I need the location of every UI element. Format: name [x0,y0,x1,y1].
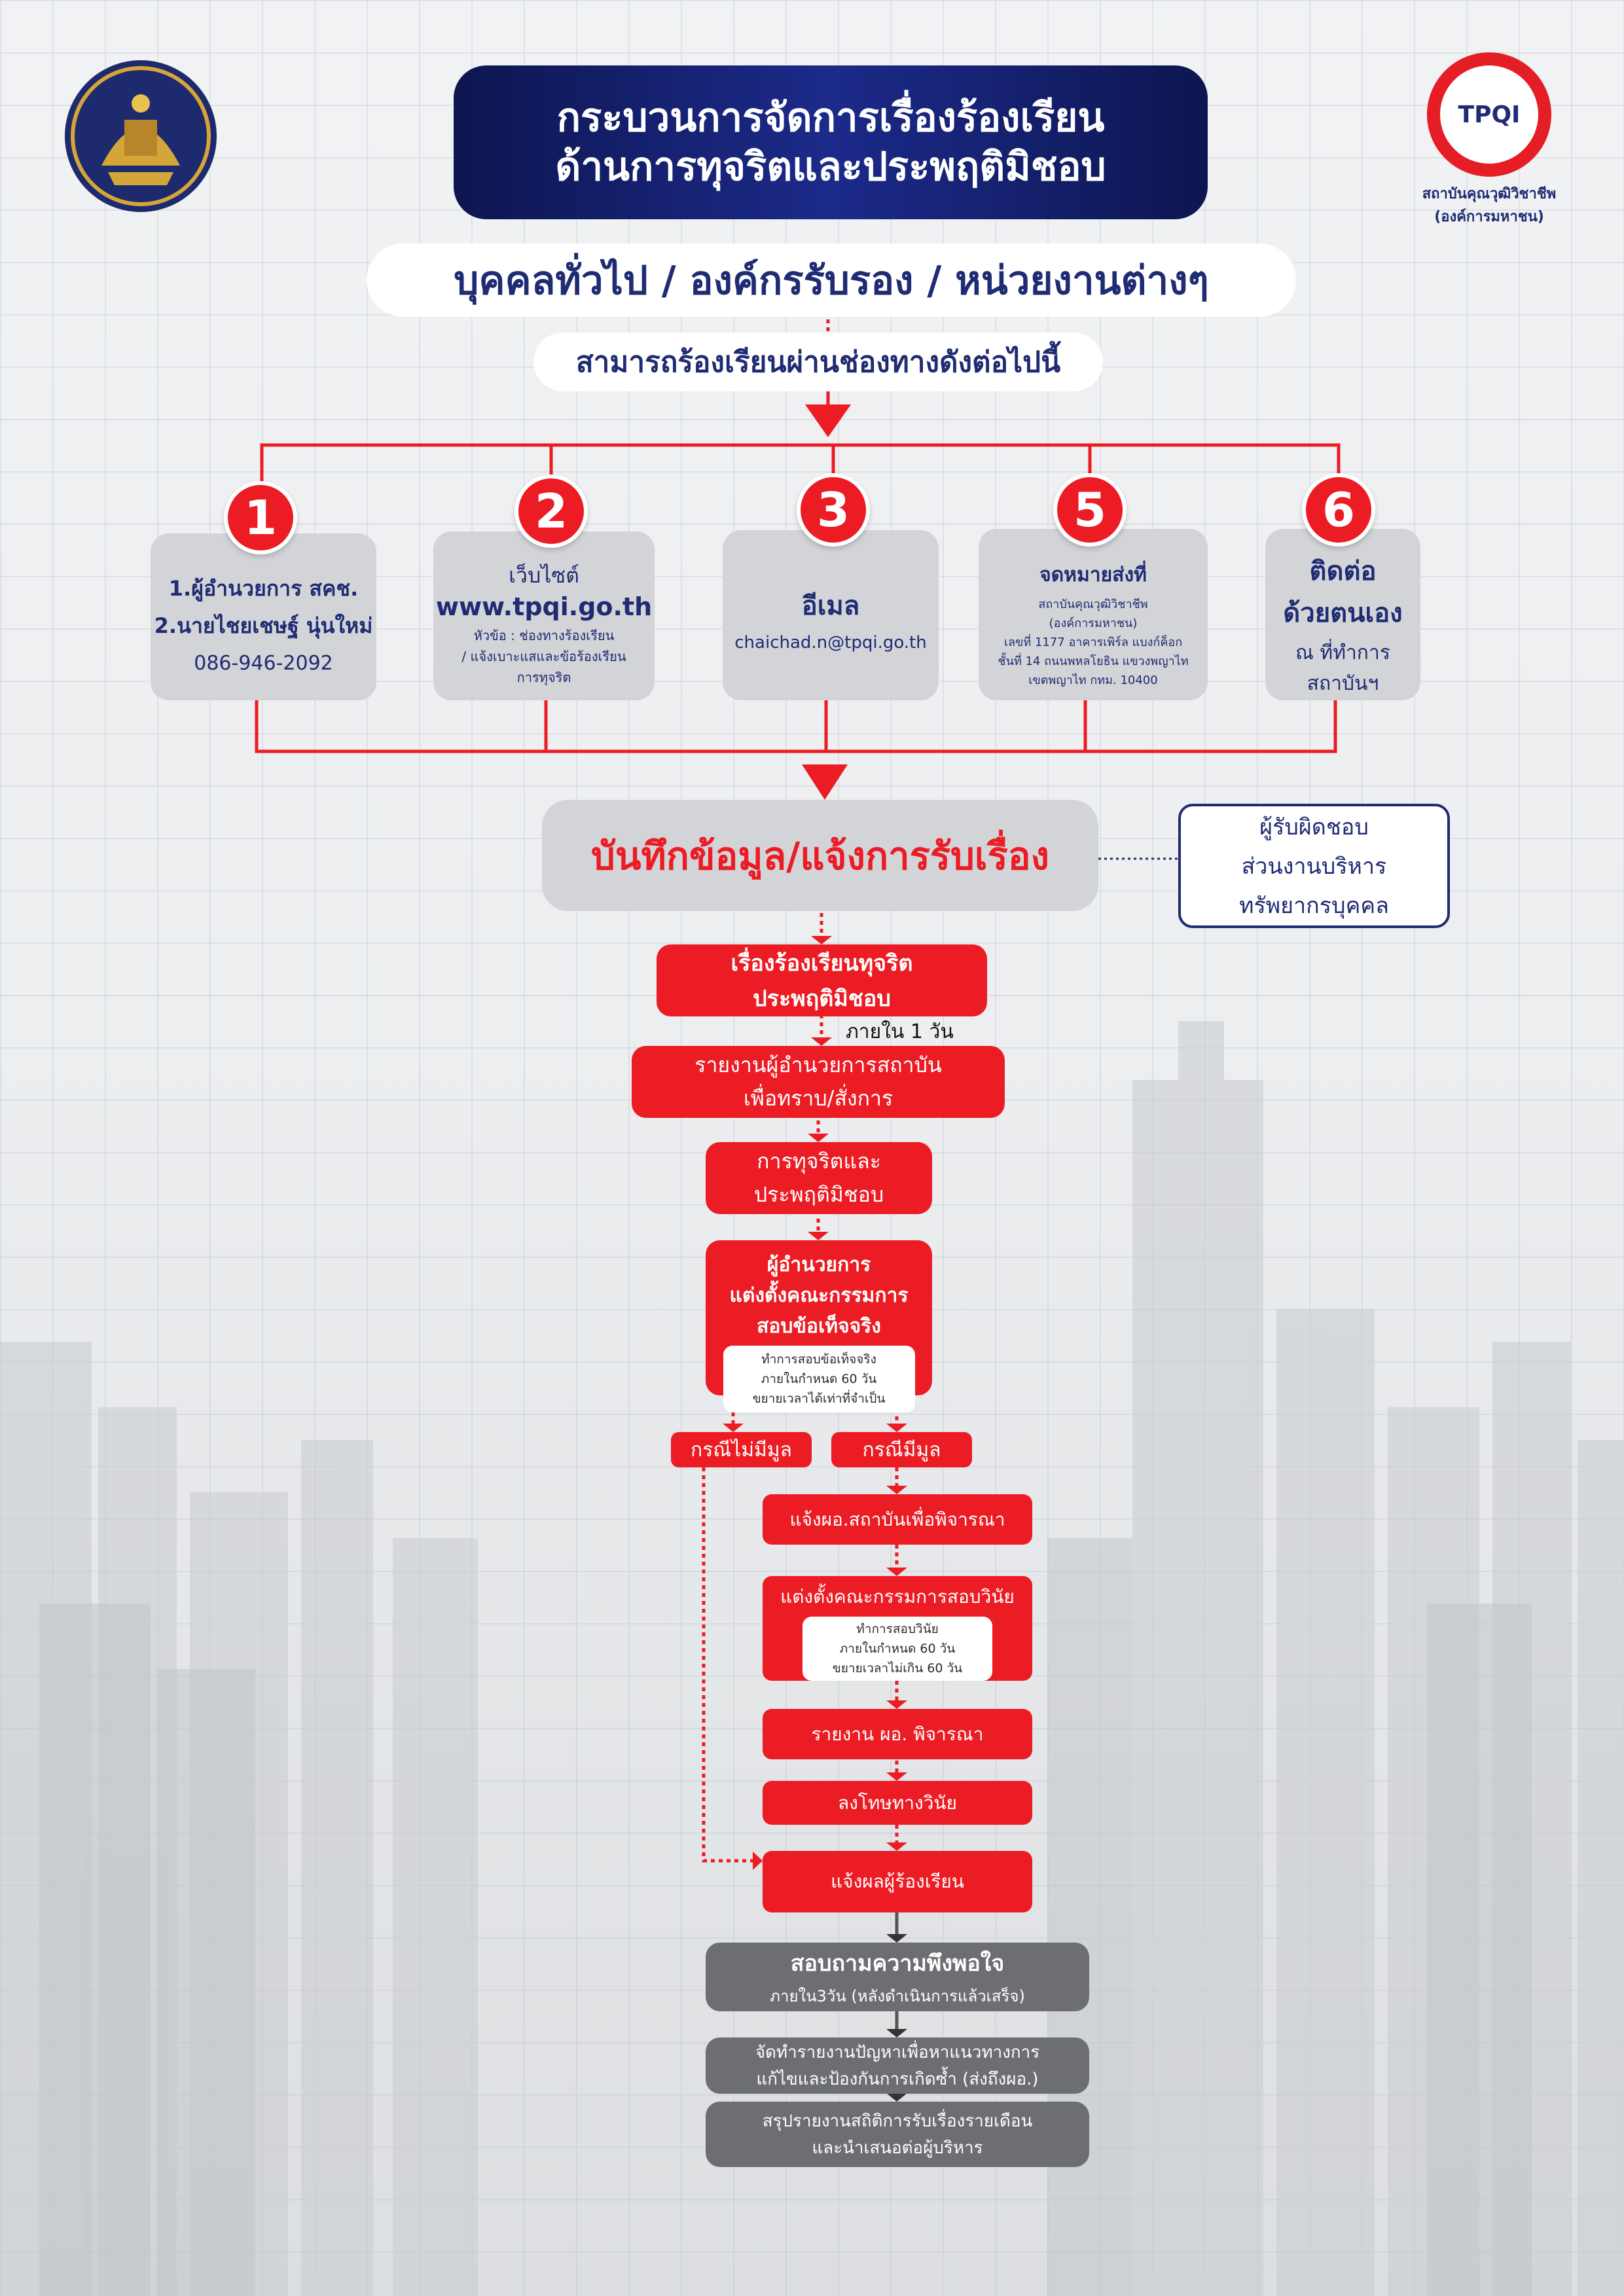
channel-card-1: 1.ผู้อำนวยการ สคช. 2.นายไชยเชษฐ์ นุ่นใหม… [151,533,376,700]
summary-line1: สรุปรายงานสถิติการรับเรื่องรายเดือน [762,2111,1033,2131]
corruption-line2: ประพฤติมิชอบ [753,1182,884,1207]
audience-text: บุคคลทั่วไป / องค์กรรับรอง / หน่วยงานต่า… [454,257,1209,304]
channel-5-line2: สถาบันคุณวุฒิวิชาชีพ [1038,598,1148,611]
problem-report-box: จัดทำรายงานปัญหาเพื่อหาแนวทางการ แก้ไขแล… [706,2037,1089,2094]
disc-note-box: ทำการสอบวินัย ภายในกำหนด 60 วัน ขยายเวลา… [803,1617,992,1681]
complaint-line1: เรื่องร้องเรียนทุจริต [731,950,913,977]
government-emblem-logo [62,58,219,215]
channel-3-line1: อีเมล [801,591,860,621]
responsible-line2: ส่วนงานบริหาร [1241,853,1387,880]
tpqi-caption-line1: สถาบันคุณวุฒิวิชาชีพ [1422,186,1557,202]
channel-2-line3: หัวข้อ : ช่องทางร้องเรียน [473,627,615,643]
channels-intro-pill: สามารถร้องเรียนผ่านช่องทางดังต่อไปนี้ [533,332,1103,391]
channel-card-5: จดหมายส่งที่ สถาบันคุณวุฒิวิชาชีพ (องค์ก… [979,529,1208,700]
fact-note3: ขยายเวลาได้เท่าที่จำเป็น [752,1391,886,1406]
channel-2-line5: การทุจริต [516,669,571,685]
punish-box: ลงโทษทางวินัย [763,1781,1032,1825]
channels-intro-text: สามารถร้องเรียนผ่านช่องทางดังต่อไปนี้ [575,346,1061,379]
tpqi-abbr: TPQI [1458,101,1521,128]
notify-result-text: แจ้งผลผู้ร้องเรียน [831,1871,964,1892]
tpqi-seal-icon: TPQI [1427,52,1551,177]
complaint-box: เรื่องร้องเรียนทุจริต ประพฤติมิชอบ [657,944,987,1016]
tpqi-caption-line2: (องค์การมหาชน) [1434,209,1544,225]
channel-1-line1: 1.ผู้อำนวยการ สคช. [168,576,359,601]
page-title-line2: ด้านการทุจริตและประพฤติมิชอบ [555,143,1106,190]
title-banner: กระบวนการจัดการเรื่องร้องเรียน ด้านการทุ… [454,65,1208,219]
merit-text: กรณีมีมูล [862,1438,941,1462]
channel-number-2: 2 [514,475,588,548]
monthly-summary-box: สรุปรายงานสถิติการรับเรื่องรายเดือน และน… [706,2102,1089,2167]
responsible-line1: ผู้รับผิดชอบ [1259,814,1369,840]
channel-2-line1: เว็บไซต์ [509,562,579,588]
channel-number-3: 3 [797,473,870,547]
within-one-day-label: ภายใน 1 วัน [846,1020,954,1043]
fact-note-box: ทำการสอบข้อเท็จจริง ภายในกำหนด 60 วัน ขย… [723,1346,915,1412]
channel-6-line2: ด้วยตนเอง [1283,598,1403,628]
channel-number-6: 6 [1302,473,1375,547]
channel-6-line3: ณ ที่ทำการ [1295,641,1390,664]
report-line1: รายงานผู้อำนวยการสถาบัน [695,1052,942,1077]
channel-card-6: ติดต่อ ด้วยตนเอง ณ ที่ทำการ สถาบันฯ [1265,529,1420,700]
fact-note2: ภายในกำหนด 60 วัน [761,1372,877,1386]
merit-box: กรณีมีมูล [831,1432,972,1467]
satisfaction-survey-box: สอบถามความพึงพอใจ ภายใน3วัน (หลังดำเนินก… [706,1943,1089,2011]
channel-number-5: 5 [1053,473,1127,547]
channel-5-line3: (องค์การมหาชน) [1049,617,1138,630]
survey-title: สอบถามความพึงพอใจ [790,1950,1005,1977]
summary-line2: และนำเสนอต่อผู้บริหาร [812,2138,983,2158]
disciplinary-committee-box: แต่งตั้งคณะกรรมการสอบวินัย ทำการสอบวินัย… [763,1576,1032,1681]
complaint-line2: ประพฤติมิชอบ [753,986,891,1012]
notify-result-box: แจ้งผลผู้ร้องเรียน [763,1851,1032,1912]
responsible-box: ผู้รับผิดชอบ ส่วนงานบริหาร ทรัพยากรบุคคล [1178,804,1450,928]
channel-5-line5: ชั้นที่ 14 ถนนพหลโยธิน แขวงพญาไท [998,655,1189,668]
report-line2: เพื่อทราบ/สั่งการ [743,1086,893,1111]
channel-6-line1: ติดต่อ [1309,556,1377,586]
punish-text: ลงโทษทางวินัย [838,1791,957,1814]
record-receipt-text: บันทึกข้อมูล/แจ้งการรับเรื่อง [591,833,1049,878]
fact-line1: ผู้อำนวยการ [767,1253,871,1276]
disc-note3: ขยายเวลาไม่เกิน 60 วัน [832,1661,963,1676]
audience-bar: บุคคลทั่วไป / องค์กรรับรอง / หน่วยงานต่า… [367,243,1296,317]
fact-line2: แต่งตั้งคณะกรรมการ [729,1284,909,1307]
tpqi-logo-block: TPQI สถาบันคุณวุฒิวิชาชีพ (องค์การมหาชน) [1401,52,1578,229]
channel-number-1: 1 [224,481,297,554]
channel-1-line2: 2.นายไชยเชษฐ์ นุ่นใหม่ [154,613,373,638]
notify-director-text: แจ้งผอ.สถาบันเพื่อพิจารณา [789,1508,1005,1530]
fact-line3: สอบข้อเท็จจริง [757,1315,881,1338]
channel-3-email[interactable]: chaichad.n@tpqi.go.th [734,633,927,653]
problem-line1: จัดทำรายงานปัญหาเพื่อหาแนวทางการ [755,2043,1040,2062]
page-title-line1: กระบวนการจัดการเรื่องร้องเรียน [556,94,1105,141]
disc-note2: ภายในกำหนด 60 วัน [839,1641,956,1656]
problem-line2: แก้ไขและป้องกันการเกิดซ้ำ (ส่งถึงผอ.) [756,2070,1039,2089]
channel-2-line4: / แจ้งเบาะแสและข้อร้องเรียน [461,648,626,664]
notify-director-box: แจ้งผอ.สถาบันเพื่อพิจารณา [763,1494,1032,1545]
channel-5-line1: จดหมายส่งที่ [1039,564,1147,586]
disc-title: แต่งตั้งคณะกรรมการสอบวินัย [780,1586,1015,1607]
record-receipt-box: บันทึกข้อมูล/แจ้งการรับเรื่อง [542,800,1098,911]
report-consider-text: รายงาน ผอ. พิจารณา [811,1723,984,1745]
fact-note1: ทำการสอบข้อเท็จจริง [761,1352,876,1367]
channel-6-line4: สถาบันฯ [1307,672,1379,695]
responsible-line3: ทรัพยากรบุคคล [1239,893,1389,919]
survey-note: ภายใน3วัน (หลังดำเนินการแล้วเสร็จ) [770,1987,1025,2005]
channel-5-line6: เขตพญาไท กทม. 10400 [1028,673,1158,687]
channel-1-line3: 086-946-2092 [194,652,333,675]
fact-finding-box: ผู้อำนวยการ แต่งตั้งคณะกรรมการ สอบข้อเท็… [706,1240,932,1412]
corruption-line1: การทุจริตและ [757,1149,881,1174]
channel-5-line4: เลขที่ 1177 อาคารเพิร์ล แบงก์ค็อก [1003,636,1183,649]
channel-2-website[interactable]: www.tpqi.go.th [435,592,653,621]
channel-card-2: เว็บไซต์ www.tpqi.go.th หัวข้อ : ช่องทาง… [433,531,655,700]
no-merit-box: กรณีไม่มีมูล [671,1432,812,1467]
disc-note1: ทำการสอบวินัย [856,1622,939,1636]
no-merit-text: กรณีไม่มีมูล [691,1438,792,1462]
report-director-box: รายงานผู้อำนวยการสถาบัน เพื่อทราบ/สั่งกา… [632,1046,1005,1118]
report-consider-box: รายงาน ผอ. พิจารณา [763,1709,1032,1759]
channel-card-3: อีเมล chaichad.n@tpqi.go.th [723,530,939,700]
corruption-box: การทุจริตและ ประพฤติมิชอบ [706,1142,932,1214]
